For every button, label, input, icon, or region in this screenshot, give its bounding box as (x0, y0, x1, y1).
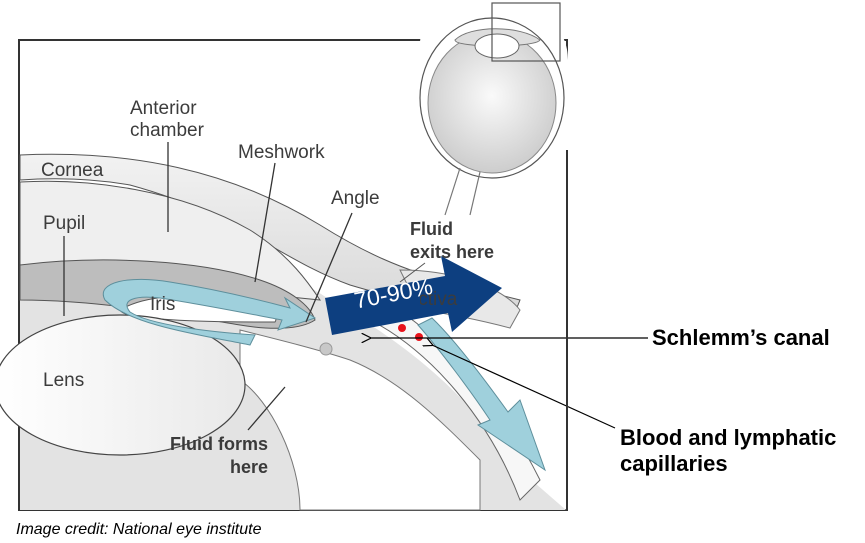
capillaries-pointer (432, 345, 616, 429)
anterior-chamber-line2: chamber (130, 120, 204, 141)
image-credit: Image credit: National eye institute (16, 521, 262, 538)
fluid-forms-line1: Fluid forms (170, 434, 268, 454)
capillaries-line1: Blood and lymphatic (620, 425, 837, 450)
fluid-exits-line1: Fluid (410, 219, 453, 239)
fluid-outflow-arrow (417, 317, 546, 472)
pupil-label: Pupil (43, 213, 86, 234)
cornea-label: Cornea (41, 160, 104, 181)
meshwork-label: Meshwork (238, 142, 325, 163)
conjunctiva-label: Conjunctiva (420, 290, 457, 310)
fluid-inflow-arrow (102, 278, 317, 346)
schlemms-canal-marker (398, 324, 406, 332)
lens-label: Lens (43, 370, 85, 391)
fluid-forms-pointer (247, 386, 286, 431)
outflow-percentage-arrow (325, 256, 502, 335)
lens-shape (0, 314, 246, 456)
capillaries-line2: capillaries (620, 451, 728, 476)
fluid-exits-pointer (399, 262, 426, 283)
fluid-exits-line2: exits here (410, 242, 495, 262)
angle-label: Angle (331, 188, 380, 209)
iris-label: Iris (150, 294, 176, 315)
schlemms-canal-label: Schlemm’s canal (652, 325, 830, 350)
angle-pointer (305, 212, 353, 323)
fluid-exits-label: Fluid exits here (410, 218, 494, 264)
inset-zoom-box (491, 2, 561, 62)
capillary-marker (415, 333, 423, 341)
fluid-forms-label: Fluid forms here (170, 433, 268, 479)
meshwork-pointer (254, 162, 276, 283)
anterior-chamber-label: Anterior chamber (130, 98, 204, 142)
fluid-forms-line2: here (229, 457, 268, 477)
capillaries-label: Blood and lymphatic capillaries (620, 425, 836, 477)
anterior-chamber-line1: Anterior (130, 98, 197, 119)
canal-dot (319, 342, 333, 356)
ciliary-body (239, 329, 481, 511)
whole-eye-inset (419, 2, 568, 218)
